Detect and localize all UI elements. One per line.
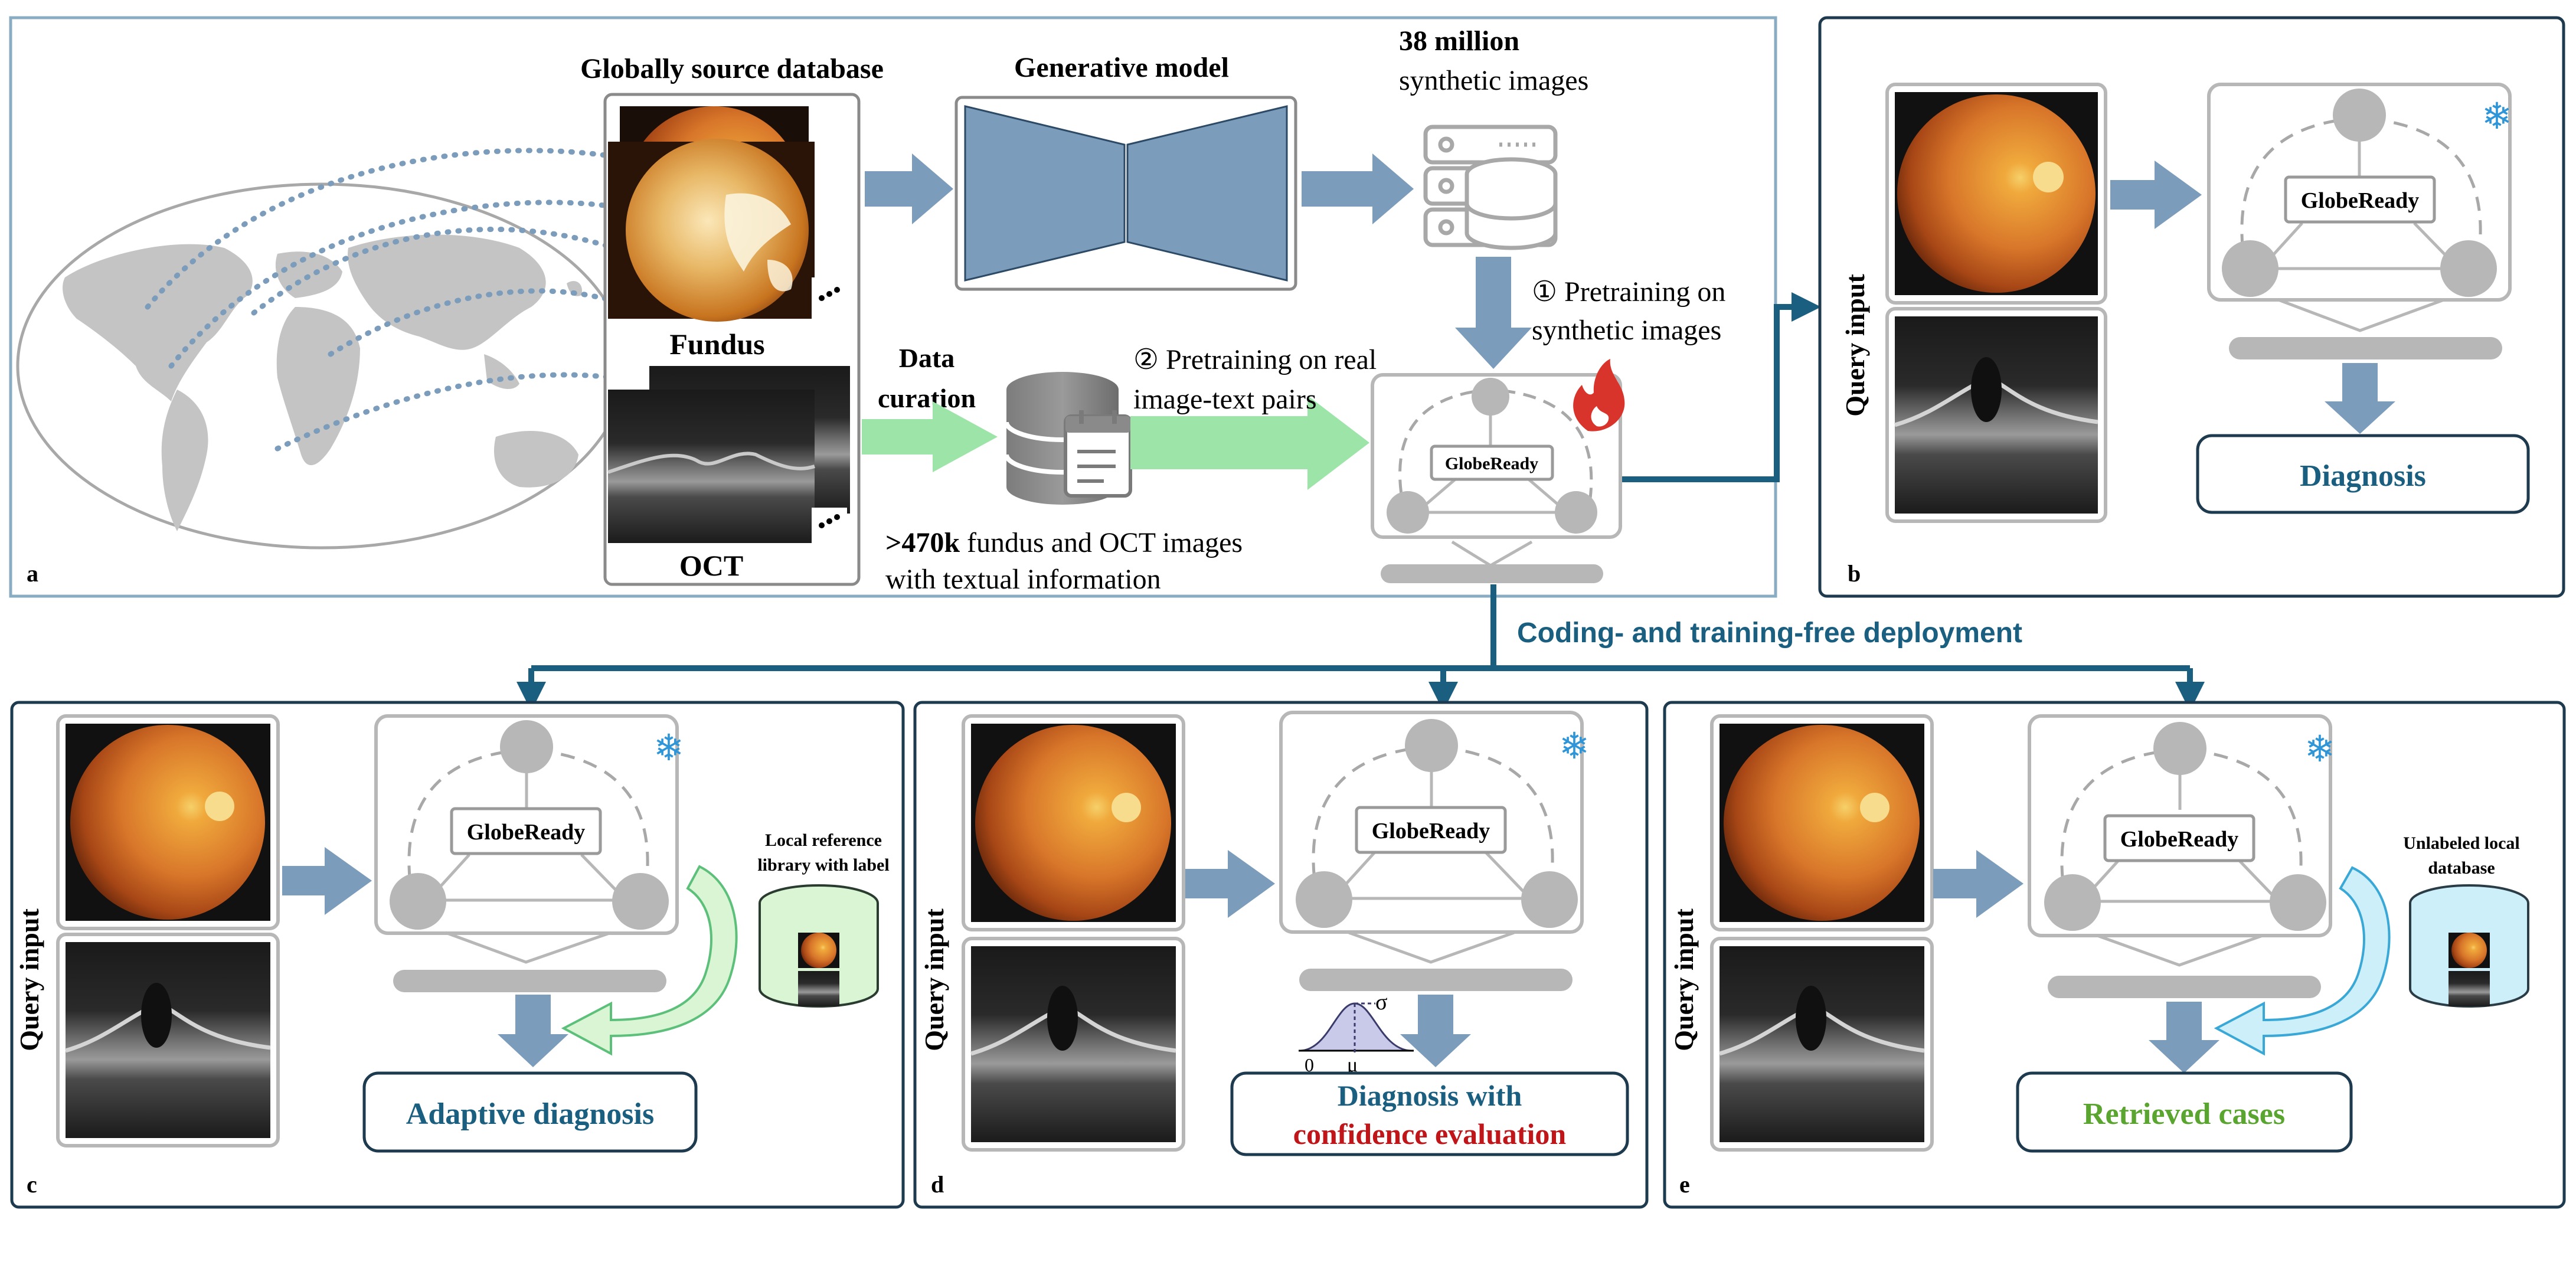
server-icon (1423, 125, 1558, 250)
model-name-c: GlobeReady (467, 820, 586, 845)
arrow-to-server (1302, 153, 1414, 224)
oct-image-b (1885, 307, 2107, 523)
diagnosis-box-b (2196, 434, 2530, 514)
mu-label: μ (1347, 1054, 1358, 1076)
library-feedback-arrow (561, 865, 738, 1056)
step2-line1: ② Pretraining on real (1133, 344, 1377, 375)
panel-b-letter: b (1848, 560, 1861, 587)
fundus-image-e (1710, 714, 1934, 931)
snowflake-icon-b: ❄ (2482, 97, 2512, 137)
image-count-bold: >470k (885, 527, 960, 558)
panel-b-query-label: Query input (1840, 274, 1870, 417)
arrow-model-to-output-b (2325, 363, 2395, 434)
step2-line2: image-text pairs (1133, 384, 1317, 415)
snowflake-icon-c: ❄ (653, 728, 684, 769)
arrow-model-to-output-c (498, 995, 568, 1067)
arrow-to-generative (865, 153, 953, 224)
sigma-label: σ (1375, 990, 1387, 1015)
confidence-distribution-icon: σ 0 μ (1299, 990, 1414, 1076)
panel-b: Query input GlobeReady (1818, 16, 2565, 598)
arrow-input-to-model-c (282, 847, 372, 915)
local-db-label-line2: database (2428, 858, 2495, 878)
fundus-image-c (56, 714, 280, 930)
green-arrow-to-model (1130, 395, 1369, 490)
diagnosis-label-b: Diagnosis (2300, 459, 2426, 493)
confidence-diagnosis-line1: Diagnosis with (1338, 1079, 1522, 1112)
model-name-d: GlobeReady (1372, 819, 1490, 843)
data-curation-line2: curation (878, 383, 976, 413)
snowflake-icon-d: ❄ (1559, 727, 1590, 767)
panel-d-query-label: Query input (919, 908, 949, 1051)
panel-d: Query input GlobeReady (913, 701, 1649, 1209)
fundus-image-b (1885, 83, 2107, 305)
oct-image-e (1710, 937, 1934, 1152)
globeready-model-c: GlobeReady (374, 714, 679, 992)
generative-title: Generative model (1014, 52, 1229, 83)
encoder-shape (964, 105, 1126, 282)
decoder-shape (1126, 105, 1288, 282)
oct-image-d (962, 937, 1185, 1152)
model-name-b: GlobeReady (2301, 188, 2420, 213)
panel-e-query-label: Query input (1669, 908, 1699, 1051)
database-title: Globally source database (580, 53, 884, 84)
arrow-synthetic-to-model (1455, 257, 1532, 369)
green-arrow-to-db (862, 401, 998, 472)
oct-image-c (56, 933, 280, 1147)
oct-image-stack (607, 366, 850, 543)
globeready-model-a: GlobeReady (1371, 373, 1622, 583)
flame-icon (1573, 359, 1625, 431)
panel-e-letter: e (1679, 1171, 1690, 1198)
data-curation-line1: Data (899, 343, 955, 373)
fundus-label: Fundus (669, 328, 764, 361)
fundus-image-d (962, 714, 1185, 931)
connector-a-to-b (1622, 292, 1821, 482)
oct-label: OCT (679, 549, 743, 582)
confidence-diagnosis-line2: confidence evaluation (1293, 1117, 1567, 1150)
globeready-model-d: GlobeReady (1279, 711, 1584, 991)
image-count-line1: >470k fundus and OCT images (885, 527, 1243, 558)
arrow-input-to-model-e (1933, 850, 2023, 918)
adaptive-diagnosis-label: Adaptive diagnosis (406, 1097, 654, 1131)
image-count-rest: fundus and OCT images (960, 527, 1243, 558)
panel-c-query-label: Query input (14, 908, 44, 1051)
panel-a: Globally source database Fundus OCT (9, 16, 1777, 598)
deployment-connector (516, 584, 2205, 711)
confidence-diagnosis-box (1230, 1071, 1629, 1156)
arrow-model-to-output-e (2149, 1002, 2219, 1073)
library-label-line2: library with label (757, 855, 889, 875)
image-count-line2: with textual information (885, 564, 1161, 595)
million-rest: synthetic images (1399, 65, 1588, 96)
database-icon (1004, 372, 1132, 505)
panel-c-letter: c (27, 1171, 37, 1198)
unlabeled-database-icon (2409, 884, 2529, 1008)
reference-library-icon (759, 884, 879, 1008)
model-name-a: GlobeReady (1445, 454, 1538, 473)
step1-line1: ① Pretraining on (1532, 276, 1725, 308)
arrow-input-to-model-b (2110, 161, 2202, 229)
world-map-icon (16, 182, 627, 550)
data-source-arcs (145, 148, 617, 452)
fundus-image-stack (608, 106, 847, 322)
globeready-model-b: GlobeReady (2207, 83, 2512, 359)
adaptive-diagnosis-box (362, 1071, 698, 1153)
panel-d-letter: d (931, 1171, 944, 1198)
retrieval-feedback-arrow (2214, 866, 2391, 1056)
million-bold: 38 million (1399, 25, 1519, 57)
arrow-input-to-model-d (1185, 850, 1275, 918)
retrieved-cases-label: Retrieved cases (2083, 1097, 2285, 1131)
panel-c: Query input GlobeReady (10, 701, 905, 1209)
panel-a-letter: a (27, 560, 38, 587)
deployment-label: Coding- and training-free deployment (1517, 617, 2022, 649)
step1-line2: synthetic images (1532, 315, 1721, 346)
arrow-model-to-output-d (1400, 995, 1471, 1067)
retrieved-cases-box (2016, 1071, 2353, 1153)
library-label-line1: Local reference (765, 831, 882, 850)
snowflake-icon-e: ❄ (2304, 730, 2335, 770)
panel-e: Query input GlobeReady (1663, 701, 2566, 1209)
globeready-model-e: GlobeReady (2028, 714, 2332, 998)
zero-label: 0 (1305, 1054, 1314, 1075)
model-name-e: GlobeReady (2120, 827, 2239, 852)
local-db-label-line1: Unlabeled local (2403, 833, 2520, 853)
